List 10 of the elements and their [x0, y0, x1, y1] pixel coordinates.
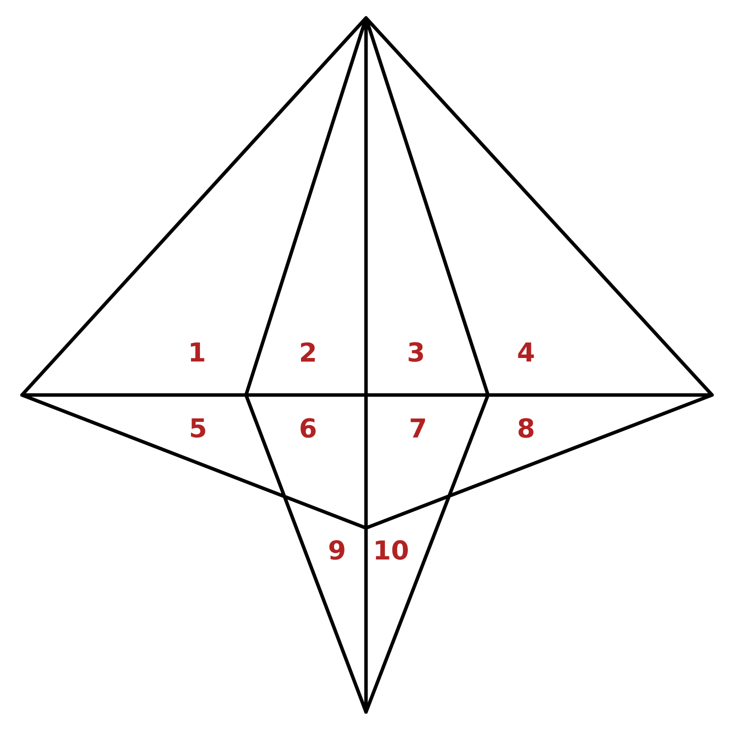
region-number: 2: [301, 342, 315, 362]
region-number: 3: [408, 342, 423, 362]
region-number: 8: [518, 418, 534, 438]
region-number: 7: [410, 418, 425, 438]
region-number: 6: [300, 418, 316, 438]
region-number: 9: [329, 540, 344, 560]
region-number: 10: [376, 540, 408, 560]
region-number: 1: [190, 342, 204, 362]
region-number: 5: [190, 418, 206, 438]
region-number: 4: [518, 342, 534, 362]
